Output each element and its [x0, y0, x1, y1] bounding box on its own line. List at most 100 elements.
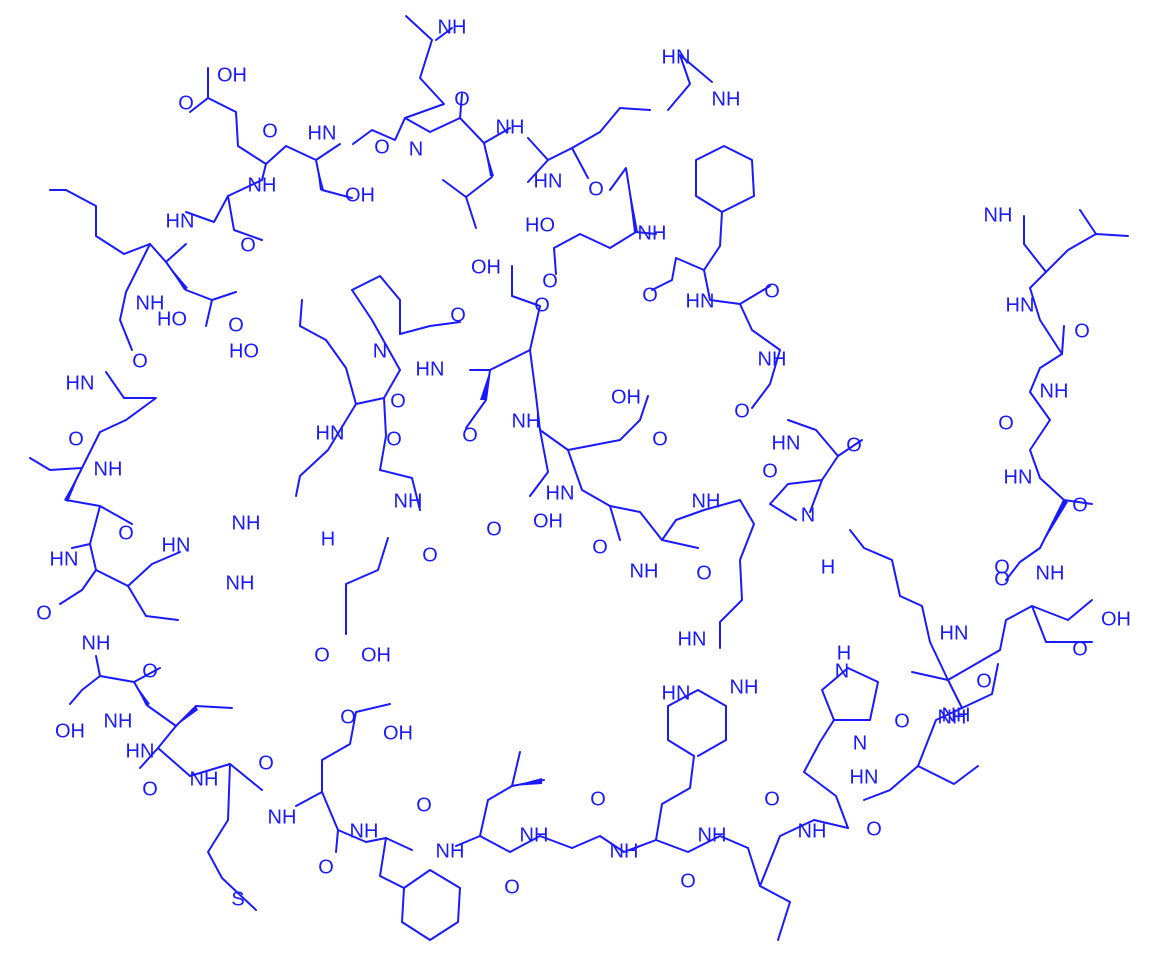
- atom-label-nh-lys1: NH: [136, 292, 165, 314]
- atom-label-o-leu4: O: [504, 876, 520, 898]
- atom-label-hn-ser-gln: HN: [308, 122, 337, 144]
- atom-label-o-glu4b: O: [314, 644, 330, 666]
- atom-label-nh2-arg2: NH: [232, 512, 261, 534]
- atom-label-oh-glu6: OH: [1101, 608, 1131, 630]
- atom-label-o-met: O: [258, 752, 274, 774]
- atom-label-nh-gly: NH: [758, 348, 787, 370]
- atom-label-o-pro1: O: [390, 390, 406, 412]
- atom-label-nh-ala2: NH: [630, 560, 659, 582]
- atom-label-ho-glu2: HO: [229, 340, 259, 362]
- atom-label-nh-met: NH: [190, 768, 219, 790]
- atom-label-o-leu5: O: [764, 788, 780, 810]
- atom-label-n-pro2: N: [801, 504, 815, 526]
- atom-label-o-thr: O: [142, 660, 158, 682]
- atom-label-h2n-lys2: H: [821, 556, 835, 578]
- atom-label-o-glu5: O: [652, 428, 668, 450]
- atom-label-h2n-glu4: H: [321, 528, 335, 550]
- atom-label-o-gly: O: [764, 280, 780, 302]
- atom-label-hn-arg2: HN: [162, 534, 191, 556]
- atom-label-hn-phe: HN: [686, 290, 715, 312]
- atom-label-o-phe2: O: [416, 794, 432, 816]
- atom-label-nh2-arg3: NH: [730, 676, 759, 698]
- atom-label-arg1-nh2: NH: [712, 88, 741, 110]
- atom-label-nh-leu6: NH: [938, 706, 967, 728]
- atom-label-hn-glu: HN: [534, 170, 563, 192]
- atom-label-o-asp1-co: O: [240, 234, 256, 256]
- atom-label-oh-glu1: OH: [217, 64, 247, 86]
- atom-label-ho-asp1: HO: [157, 308, 187, 330]
- atom-label-o-ser: O: [262, 120, 278, 142]
- atom-label-o-phe3: O: [680, 870, 696, 892]
- atom-label-nh-glu4: NH: [394, 490, 423, 512]
- atom-label-nh-ala4: NH: [1040, 380, 1069, 402]
- atom-label-o-glu6b: O: [994, 568, 1010, 590]
- atom-label-oh-glu4: OH: [361, 644, 391, 666]
- atom-label-hn-leu2: HN: [316, 422, 345, 444]
- atom-label-o-glu-co: O: [588, 178, 604, 200]
- atom-label-hn-arg3b: HN: [662, 682, 691, 704]
- atom-label-oh-asp2: OH: [533, 510, 563, 532]
- atom-label-nh-leu-arg: NH: [496, 116, 525, 138]
- atom-label-o-his: O: [866, 818, 882, 840]
- atom-label-oh-glu7: OH: [383, 722, 413, 744]
- atom-label-hn-asp1: HN: [166, 210, 195, 232]
- atom-label-o-ile1: O: [118, 522, 134, 544]
- atom-label-o-pro2: O: [846, 434, 862, 456]
- atom-label-o-ala2: O: [696, 562, 712, 584]
- atom-label-s-met: S: [231, 888, 244, 910]
- atom-label-oh-thr: OH: [55, 720, 85, 742]
- atom-label-nh-glu-ser: NH: [248, 174, 277, 196]
- atom-label-o-glu4: O: [422, 544, 438, 566]
- atom-label-hn-gly2: HN: [772, 432, 801, 454]
- atom-label-o-lys1: O: [132, 350, 148, 372]
- atom-label-nh-asp: NH: [638, 222, 667, 244]
- atom-label-h-his: H: [837, 642, 851, 664]
- atom-label-o-glu3: O: [534, 294, 550, 316]
- atom-label-gln-nh2: NH: [438, 16, 467, 38]
- atom-label-o-glu5b: O: [592, 536, 608, 558]
- atom-label-nh-leu4: NH: [436, 840, 465, 862]
- atom-label-o-arg2: O: [36, 602, 52, 624]
- atom-label-o-leu1: O: [454, 88, 470, 110]
- atom-label-o-leu6: O: [894, 710, 910, 732]
- atom-label-o-asp2: O: [462, 424, 478, 446]
- atom-label-o-aspc: O: [542, 270, 558, 292]
- atom-label-nh-phe3: NH: [610, 840, 639, 862]
- atom-label-n-h-his: N: [835, 660, 849, 682]
- atom-label-nh-arg3: NH: [692, 490, 721, 512]
- atom-label-nh-arg2: NH: [226, 572, 255, 594]
- atom-label-nh-thr: NH: [104, 710, 133, 732]
- atom-label-nh-lys2: NH: [942, 704, 971, 726]
- atom-label-n-pro1: N: [373, 340, 387, 362]
- atom-label-nh-his: NH: [798, 820, 827, 842]
- atom-label-o-arg3: O: [762, 460, 778, 482]
- atom-label-o-leu3: O: [1074, 320, 1090, 342]
- atom-label-oh-ser: OH: [345, 184, 375, 206]
- atom-label-o-phe-co: O: [642, 284, 658, 306]
- atom-label-o-ala1: O: [68, 428, 84, 450]
- atom-label-o-lys2: O: [976, 670, 992, 692]
- atom-label-ho-aspc: HO: [525, 214, 555, 236]
- atom-label-nh-ala3: NH: [1036, 562, 1065, 584]
- atom-label-o-gln: O: [374, 136, 390, 158]
- atom-label-nh-ala5: NH: [520, 824, 549, 846]
- atom-label-o-ile2: O: [142, 778, 158, 800]
- atom-label-o-ala3: O: [994, 556, 1010, 578]
- bond-lines: [29, 15, 1129, 941]
- atom-label-hn-glu5: HN: [546, 482, 575, 504]
- atom-label-o-gly2: O: [734, 400, 750, 422]
- atom-label-o-glu7: O: [340, 706, 356, 728]
- atom-label-o-pro-glu2: O: [450, 304, 466, 326]
- atom-label-hn-arg3: HN: [678, 628, 707, 650]
- atom-label-oh-glu3: OH: [471, 256, 501, 278]
- atom-label-o-glu7b: O: [318, 856, 334, 878]
- atom-label-o-glu6: O: [1072, 638, 1088, 660]
- atom-label-o-leu2: O: [386, 428, 402, 450]
- atom-label-n-h-leu: N: [409, 138, 423, 160]
- atom-label-nh2-leu3: NH: [984, 204, 1013, 226]
- atom-label-o-glu1: O: [178, 92, 194, 114]
- atom-label-o-asp1: O: [228, 314, 244, 336]
